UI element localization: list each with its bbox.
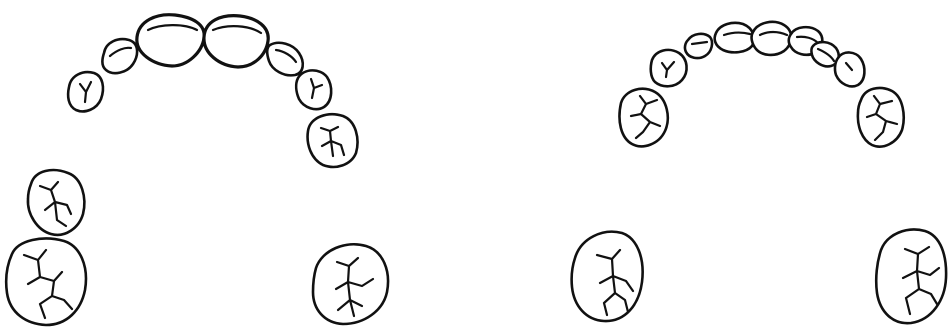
molar-r-left xyxy=(572,232,643,321)
incisor-lateral-left xyxy=(102,39,137,73)
molar-right xyxy=(313,244,388,324)
left-dental-arch xyxy=(6,15,388,325)
incisor-central-left xyxy=(137,15,204,66)
right-dental-arch xyxy=(572,22,946,323)
incisor-lateral-right xyxy=(267,43,303,76)
incisor-r1 xyxy=(685,34,712,58)
incisor-r6 xyxy=(835,52,864,86)
incisor-central-right xyxy=(204,16,268,67)
incisor-r3 xyxy=(752,22,792,55)
incisor-r2 xyxy=(715,23,754,52)
molar-r-right xyxy=(876,230,946,324)
